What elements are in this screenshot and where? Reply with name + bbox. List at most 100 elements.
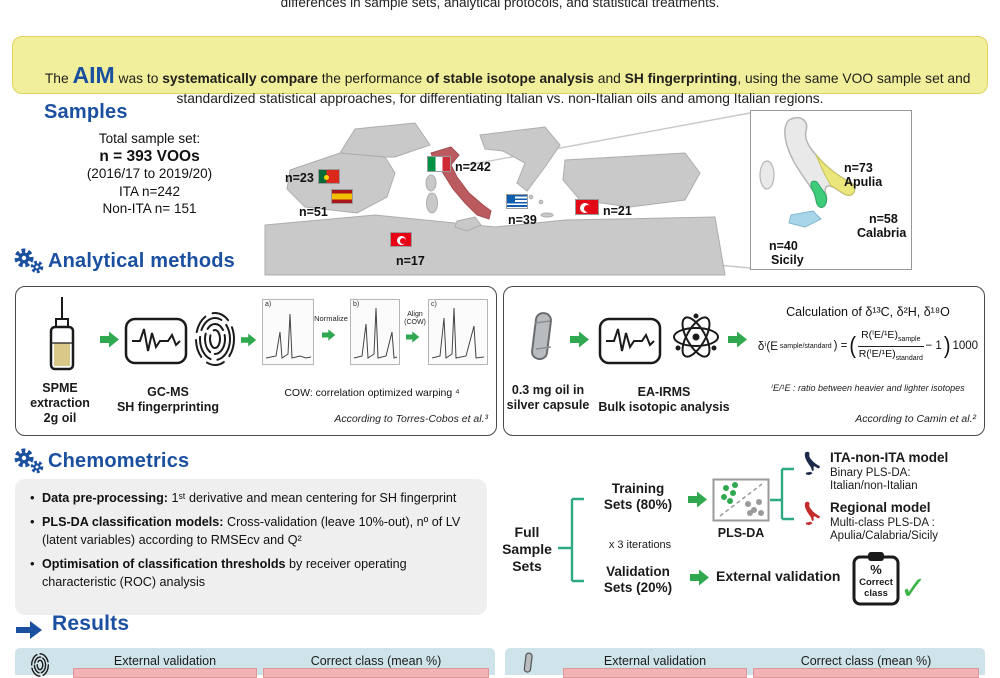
correct-class-header: Correct class (mean %): [800, 654, 932, 668]
aim-box: The AIM was to systematically compare th…: [12, 36, 988, 106]
sample-summary-total: n = 393 VOOs: [99, 147, 200, 165]
chemometrics-bullets: Data pre-processing: 1ˢᵗ derivative and …: [29, 489, 473, 591]
formula-numerator: R(ⁱE/¹E)sample: [858, 329, 924, 347]
arrow-right-icon: [570, 331, 589, 348]
chromatogram-a: a): [262, 299, 314, 365]
map-corsica: [425, 174, 437, 192]
irms-method-box: 0.3 mg oil in silver capsule EA-IRMS Bul…: [503, 286, 985, 436]
turkey-flag-icon: [575, 199, 599, 215]
gears-icon: [14, 448, 44, 474]
sample-summary-line: ITA n=242: [119, 183, 180, 199]
formula-eq: ) =: [833, 340, 848, 352]
clipboard-correct: Correct: [859, 577, 893, 588]
map-island: [528, 194, 534, 200]
gcms-label-line: GC-MS: [147, 385, 189, 399]
arrow-right-icon: [728, 331, 747, 348]
chemometrics-box: Data pre-processing: 1ˢᵗ derivative and …: [15, 479, 487, 615]
normalize-label: Normalize: [314, 314, 348, 323]
results-arrow-icon: [16, 621, 42, 639]
italy-map-red-icon: [804, 501, 820, 526]
training-line: Sets (80%): [603, 497, 673, 512]
ea-waveform-icon: [598, 317, 662, 365]
calabria-count: n=58: [869, 212, 898, 226]
ea-label: EA-IRMS Bulk isotopic analysis: [584, 385, 744, 415]
formula-lhs: δⁱ(E: [757, 341, 778, 353]
map-balkans: [479, 126, 561, 192]
portugal-flag-icon: [318, 169, 340, 184]
formula-minus-one: − 1: [925, 340, 942, 352]
iterations-note: x 3 iterations: [608, 539, 672, 551]
capsule-label-line: silver capsule: [506, 397, 590, 412]
italy-flag-icon: [427, 156, 451, 172]
training-line: Training: [611, 481, 665, 496]
apulia-count: n=73: [844, 161, 873, 175]
region-apulia: [815, 154, 856, 196]
calabria-label: Calabria: [857, 226, 907, 240]
chrom-c-tag: c): [431, 301, 437, 308]
map-sardinia: [426, 192, 438, 214]
formula-times: 1000: [952, 340, 979, 352]
fingerprint-icon: [195, 312, 235, 366]
spme-label-line: 2g oil: [43, 410, 77, 425]
regional-model-title: Regional model: [830, 500, 931, 515]
aim-seg: was to: [114, 71, 163, 86]
capsule-label-line: 0.3 mg oil in: [511, 383, 585, 397]
tunisia-flag-icon: [390, 232, 412, 247]
chrom-b-tag: b): [353, 301, 360, 308]
aim-seg-bold: SH fingerprinting: [624, 71, 738, 86]
external-validation-label: External validation: [716, 568, 841, 584]
map-north-africa: [264, 214, 726, 276]
sample-summary-line: (2016/17 to 2019/20): [86, 166, 213, 181]
samples-heading: Samples: [44, 101, 128, 123]
region-calabria: [810, 180, 827, 208]
clipboard-percent: %: [870, 562, 882, 577]
bullet-rest: 1ˢᵗ derivative and mean centering for SH…: [167, 491, 457, 505]
analytical-heading: Analytical methods: [48, 250, 235, 272]
bullet-preprocessing: Data pre-processing: 1ˢᵗ derivative and …: [29, 489, 473, 507]
check-icon: ✓: [900, 570, 927, 606]
greece-count: n=39: [508, 213, 537, 227]
chromatogram-b: b): [350, 299, 400, 365]
calc-title: Calculation of δ¹³C, δ²H, δ¹⁸O: [786, 305, 950, 319]
chrom-b-trace: [353, 307, 398, 359]
sicily-label: Sicily: [771, 253, 804, 267]
gcms-label: GC-MS SH fingerprinting: [98, 385, 238, 415]
map-island: [538, 199, 544, 205]
aim-word: AIM: [72, 62, 115, 88]
ext-validation-header: External validation: [113, 654, 217, 668]
regional-model-line2: Apulia/Calabria/Sicily: [830, 530, 939, 542]
italy-region-map: [759, 117, 856, 228]
clipboard-class: class: [864, 588, 888, 599]
spain-flag-icon: [331, 189, 353, 204]
arrow-right-icon: [241, 333, 257, 347]
formula-open-paren: (: [849, 332, 857, 359]
chromatogram-c: c): [428, 299, 488, 365]
aim-seg: and: [593, 71, 625, 86]
ea-label-line: EA-IRMS: [637, 385, 691, 399]
formula-den-sub: standard: [895, 354, 923, 362]
ita-model-title: ITA-non-ITA model: [830, 450, 949, 465]
full-sample-sets: Full Sample Sets: [498, 524, 556, 575]
spme-label-line: SPME: [42, 381, 78, 395]
bullet-rest: Cross-validation (leave 10%-out), nº of …: [42, 515, 461, 547]
formula-lhs-sub: sample/standard: [779, 342, 832, 350]
arrow-right-small-icon: [322, 329, 336, 341]
gears-icon: [14, 248, 44, 274]
map-france: [339, 122, 431, 158]
results-panel-sh: External validation Correct class (mean …: [15, 648, 495, 678]
aim-seg: The: [44, 71, 73, 86]
bullet-rest: by receiver operating characteristic (RO…: [42, 557, 407, 589]
capsule-mini-icon: [523, 652, 533, 673]
align-label: Align (COW): [404, 311, 426, 326]
silver-capsule-icon: [531, 312, 552, 361]
result-row: [263, 668, 489, 678]
italy-sardinia: [759, 160, 775, 190]
greece-flag-icon: [506, 194, 528, 209]
formula-fraction: R(ⁱE/¹E)sample R(ⁱE/¹E)standard: [858, 329, 924, 362]
sample-summary-line: Non-ITA n= 151: [102, 201, 197, 216]
full-line: Full: [514, 524, 540, 540]
sh-method-box: SPME extraction 2g oil GC-MS SH fingerpr…: [15, 286, 497, 436]
full-line: Sets: [512, 558, 542, 574]
sh-reference: According to Torres-Cobos et al.³: [334, 413, 488, 425]
